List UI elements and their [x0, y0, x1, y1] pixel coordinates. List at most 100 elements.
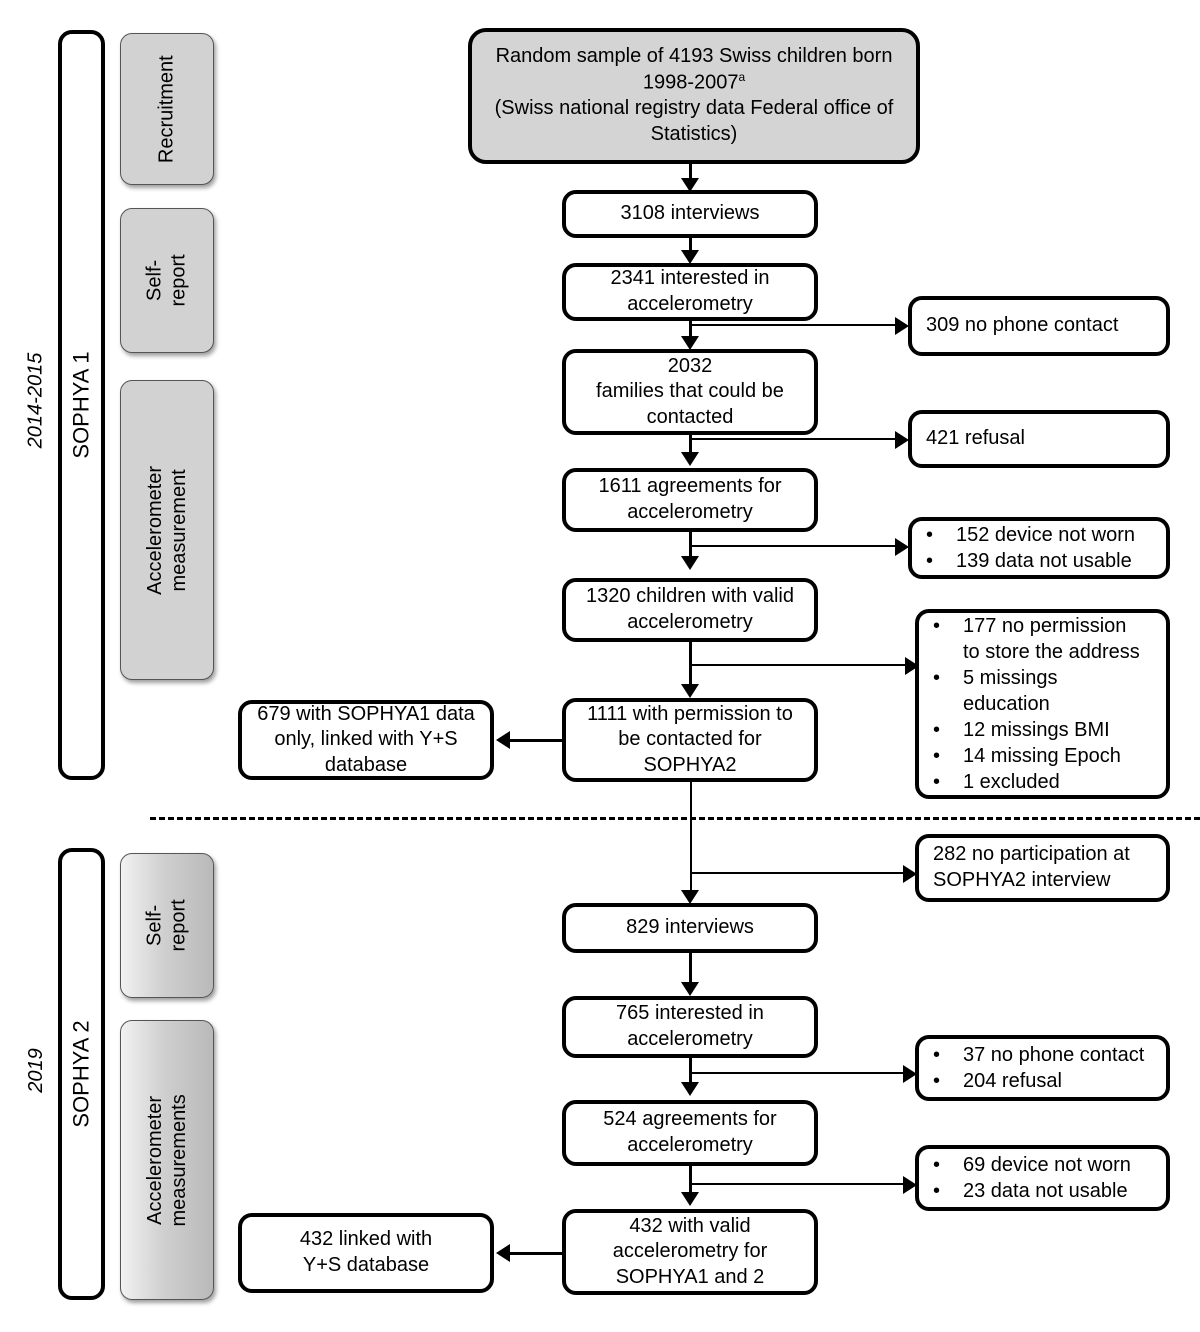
track-box-accelerometer-measurements: Accelerometer measurements	[120, 1020, 214, 1300]
flow-node-765-interested: 765 interested in accelerometry	[562, 996, 818, 1058]
bullet-text: 139 data not usable	[956, 550, 1132, 572]
flow-node-text: 765 interested in accelerometry	[616, 1002, 764, 1050]
exclusion-box-permission-and-missings: • 177 no permission to store the address…	[915, 609, 1170, 799]
arrow-branch-e7	[903, 1176, 917, 1194]
bullet-text: 1 excluded	[963, 771, 1060, 793]
flow-node-text: 2341 interested in accelerometry	[610, 267, 770, 315]
bullet-marker: •	[926, 524, 934, 546]
bullet-text: 5 missings education	[963, 667, 1058, 715]
arrow-n5-n6	[681, 684, 699, 698]
output-box-679-sophya1-only: 679 with SOPHYA1 data only, linked with …	[238, 700, 494, 780]
bullet-text: 12 missings BMI	[963, 719, 1110, 741]
bullet-item: • 23 data not usable	[933, 1178, 1160, 1204]
bullet-text: 37 no phone contact	[963, 1044, 1145, 1066]
arrow-branch-e2	[895, 431, 909, 449]
bullet-text: 14 missing Epoch	[963, 745, 1121, 767]
connector-n0-n1	[689, 164, 692, 180]
flow-node-text: 524 agreements for accelerometry	[603, 1108, 777, 1156]
bullet-text: 23 data not usable	[963, 1180, 1128, 1202]
bullet-marker: •	[933, 615, 941, 637]
branch-line-e7	[689, 1183, 905, 1185]
footnote-marker: a	[738, 70, 746, 85]
period-bar-sophya-1: SOPHYA 1	[58, 30, 105, 780]
track-box-accelerometer-measurement: Accelerometer measurement	[120, 380, 214, 680]
flow-node-1611-agreements: 1611 agreements for accelerometry	[562, 468, 818, 532]
exclusion-box-69-device-23-data: • 69 device not worn • 23 data not usabl…	[915, 1145, 1170, 1211]
flow-node-text: 2032 families that could be contacted	[596, 354, 784, 428]
bullet-item: • 139 data not usable	[926, 548, 1160, 574]
arrow-branch-e1	[895, 317, 909, 335]
flow-node-829-interviews: 829 interviews	[562, 903, 818, 953]
bullet-item: • 177 no permission to store the address	[933, 613, 1160, 665]
year-label-2019: 2019	[6, 1048, 66, 1093]
bullet-text: 177 no permission to store the address	[963, 615, 1140, 663]
bullet-item: • 5 missings education	[933, 665, 1160, 717]
year-text: 2014-2015	[24, 352, 47, 448]
track-box-recruitment: Recruitment	[120, 33, 214, 185]
arrow-branch-e5	[903, 865, 917, 883]
branch-line-e5	[690, 872, 905, 874]
arrow-n10-s2	[496, 1244, 510, 1262]
track-label: Accelerometer measurement	[143, 465, 190, 595]
exclusion-text: 282 no participation at SOPHYA2 intervie…	[933, 843, 1130, 891]
flow-node-text: 1320 children with valid accelerometry	[586, 585, 794, 633]
flow-node-2032-families: 2032 families that could be contacted	[562, 349, 818, 435]
output-text: 432 linked with Y+S database	[299, 1228, 433, 1276]
period-bar-sophya-2: SOPHYA 2	[58, 848, 105, 1300]
connector-n9-n10	[689, 1166, 692, 1198]
bullet-item: • 12 missings BMI	[933, 717, 1160, 743]
exclusion-text: 421 refusal	[926, 427, 1025, 450]
arrow-n0-n1	[681, 178, 699, 192]
period-label: SOPHYA 2	[68, 1020, 94, 1128]
bullet-marker: •	[933, 719, 941, 741]
exclusion-box-309-no-phone-contact: 309 no phone contact	[908, 296, 1170, 356]
track-label: Self-report	[143, 254, 190, 307]
bullet-item: • 37 no phone contact	[933, 1042, 1160, 1068]
track-box-self-report-1: Self-report	[120, 208, 214, 353]
arrow-branch-e6	[903, 1065, 917, 1083]
exclusion-text: 309 no phone contact	[926, 314, 1119, 337]
flow-node-text: 1111 with permission to be contacted for…	[587, 702, 793, 776]
connector-n1-n2	[689, 238, 692, 252]
bullet-marker: •	[933, 771, 941, 793]
track-label: Self-report	[143, 899, 190, 952]
arrow-n4-n5	[681, 556, 699, 570]
arrow-n3-n4	[681, 452, 699, 466]
flow-node-text: 829 interviews	[626, 916, 754, 939]
year-text: 2019	[24, 1047, 47, 1093]
arrow-branch-e3	[895, 538, 909, 556]
bullet-item: • 14 missing Epoch	[933, 743, 1160, 769]
bullet-marker: •	[933, 667, 941, 689]
track-label: Recruitment	[155, 55, 178, 163]
flow-node-text: Random sample of 4193 Swiss children bor…	[494, 45, 894, 145]
branch-line-e6	[689, 1072, 905, 1074]
flow-node-text: 432 with valid accelerometry for SOPHYA1…	[612, 1214, 768, 1288]
bullet-text: 152 device not worn	[956, 524, 1136, 546]
flow-node-432-valid-both-waves: 432 with valid accelerometry for SOPHYA1…	[562, 1209, 818, 1295]
arrow-n7-n8	[681, 982, 699, 996]
bullet-marker: •	[933, 1044, 941, 1066]
bullet-marker: •	[933, 1180, 941, 1202]
connector-n2-n3	[689, 321, 692, 340]
flow-node-2341-interested: 2341 interested in accelerometry	[562, 263, 818, 321]
bullet-item: • 1 excluded	[933, 769, 1160, 795]
flow-node-text: 1611 agreements for accelerometry	[598, 475, 782, 523]
connector-n7-n8	[689, 953, 692, 986]
bullet-text: 69 device not worn	[963, 1154, 1131, 1176]
exclusion-box-37-no-phone-204-refusal: • 37 no phone contact • 204 refusal	[915, 1035, 1170, 1101]
flow-node-1320-valid-accelerometry: 1320 children with valid accelerometry	[562, 578, 818, 642]
branch-line-e4	[689, 664, 905, 666]
output-box-432-linked: 432 linked with Y+S database	[238, 1213, 494, 1293]
arrow-n1-n2	[681, 250, 699, 264]
branch-line-e3	[689, 545, 895, 547]
phase-separator	[150, 817, 1200, 820]
bullet-marker: •	[933, 1154, 941, 1176]
year-label-2014-2015: 2014-2015	[6, 352, 66, 448]
output-text: 679 with SOPHYA1 data only, linked with …	[257, 702, 475, 776]
exclusion-box-421-refusal: 421 refusal	[908, 410, 1170, 468]
bullet-marker: •	[926, 550, 934, 572]
period-label: SOPHYA 1	[68, 351, 94, 459]
track-box-self-report-2: Self-report	[120, 853, 214, 998]
bullet-marker: •	[933, 1070, 941, 1092]
